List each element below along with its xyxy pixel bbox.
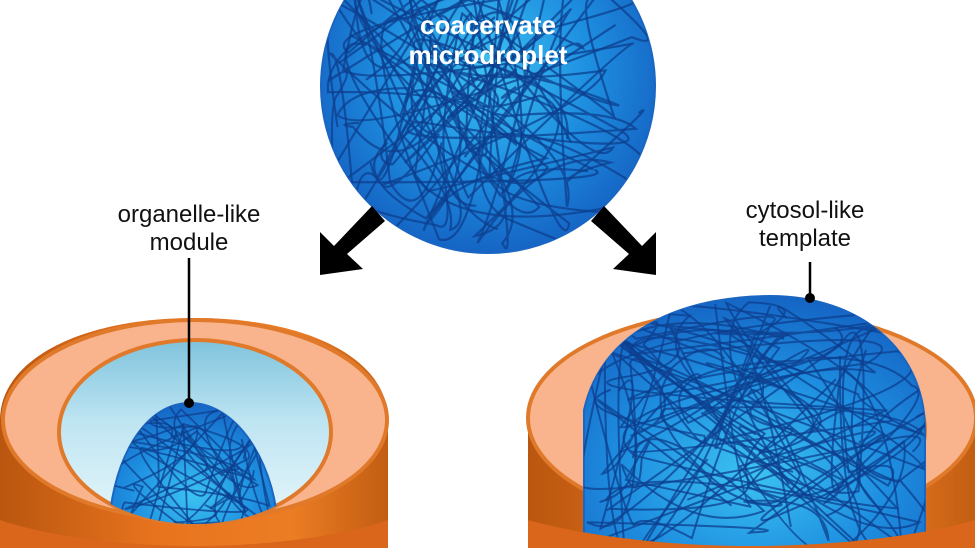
fiber-strand: [343, 0, 620, 202]
fiber-strand: [338, 0, 599, 184]
fiber-strand: [321, 0, 599, 207]
cytosol-pointer-dot: [805, 293, 815, 303]
fiber-strand: [338, 0, 645, 244]
fiber-strand: [617, 305, 925, 548]
top-label-line1: coacervate: [420, 10, 556, 40]
fiber-strand: [622, 301, 900, 510]
fiber-strand: [144, 409, 275, 524]
right-label-line2: template: [759, 225, 851, 252]
fiber-strand: [330, 0, 616, 230]
fiber-strand: [166, 403, 260, 519]
fiber-strand: [596, 303, 801, 507]
fiber-strand: [325, 0, 459, 228]
left-protocell: [0, 258, 389, 548]
fiber-strand: [620, 304, 766, 519]
fiber-strand: [328, 24, 616, 253]
top-label-line2: microdroplet: [409, 40, 568, 70]
polymer-fibers: [321, 0, 650, 253]
fiber-strand: [121, 404, 250, 524]
organelle-pointer-dot: [184, 398, 194, 408]
fiber-strand: [336, 0, 649, 216]
left-label-line1: organelle-like: [118, 201, 261, 228]
coacervate-microdroplet: coacervate microdroplet: [320, 0, 656, 254]
fiber-strand: [373, 0, 617, 220]
fiber-strand: [327, 0, 572, 207]
right-protocell: [526, 262, 975, 548]
fiber-strand: [349, 0, 612, 253]
left-arrow-icon: [320, 206, 385, 275]
fiber-strand: [334, 0, 583, 214]
fiber-strand: [584, 334, 925, 540]
fiber-strand: [618, 348, 875, 548]
left-label-line2: module: [150, 229, 229, 256]
right-label-line1: cytosol-like: [746, 197, 865, 224]
right-arrow-icon: [591, 206, 656, 275]
fiber-strand: [400, 0, 589, 224]
fiber-strand: [151, 403, 277, 524]
